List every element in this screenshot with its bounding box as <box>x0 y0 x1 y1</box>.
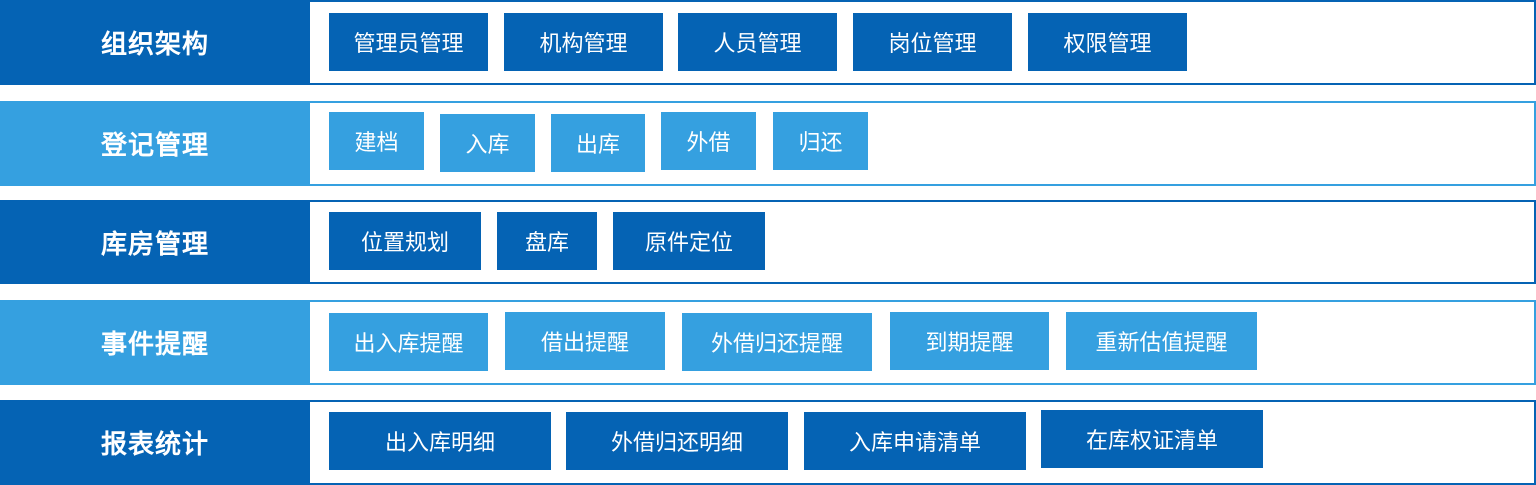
function-button-location-planning[interactable]: 位置规划 <box>329 212 481 270</box>
function-button-admin-management[interactable]: 管理员管理 <box>329 13 488 71</box>
function-button-stock-io-reminder[interactable]: 出入库提醒 <box>329 313 488 371</box>
module-label-warehouse: 库房管理 <box>0 200 310 284</box>
function-button-stock-in[interactable]: 入库 <box>440 114 535 172</box>
function-button-create-file[interactable]: 建档 <box>329 112 424 170</box>
function-button-institution-management[interactable]: 机构管理 <box>504 13 663 71</box>
module-row-organization: 组织架构 管理员管理 机构管理 人员管理 岗位管理 权限管理 <box>0 0 1536 85</box>
module-row-reports: 报表统计 出入库明细 外借归还明细 入库申请清单 在库权证清单 <box>0 400 1536 485</box>
function-button-original-locate[interactable]: 原件定位 <box>613 212 765 270</box>
function-button-lend-return-detail[interactable]: 外借归还明细 <box>566 412 788 470</box>
module-row-warehouse: 库房管理 位置规划 盘库 原件定位 <box>0 200 1536 284</box>
function-button-expiry-reminder[interactable]: 到期提醒 <box>890 312 1049 370</box>
module-label-organization: 组织架构 <box>0 0 310 85</box>
function-button-stock-in-request-list[interactable]: 入库申请清单 <box>804 412 1026 470</box>
function-button-lend-out[interactable]: 外借 <box>661 112 756 170</box>
module-panel-warehouse <box>310 200 1536 284</box>
module-row-registration: 登记管理 建档 入库 出库 外借 归还 <box>0 101 1536 186</box>
function-button-position-management[interactable]: 岗位管理 <box>853 13 1012 71</box>
function-button-personnel-management[interactable]: 人员管理 <box>678 13 837 71</box>
function-button-stock-io-detail[interactable]: 出入库明细 <box>329 412 551 470</box>
function-button-stock-out[interactable]: 出库 <box>551 114 645 172</box>
function-button-permission-management[interactable]: 权限管理 <box>1028 13 1187 71</box>
function-button-in-stock-certificate-list[interactable]: 在库权证清单 <box>1041 410 1263 468</box>
module-label-event-reminder: 事件提醒 <box>0 300 310 385</box>
module-label-registration: 登记管理 <box>0 101 310 186</box>
function-button-lend-return-reminder[interactable]: 外借归还提醒 <box>682 313 872 371</box>
function-button-revaluation-reminder[interactable]: 重新估值提醒 <box>1066 312 1257 370</box>
function-button-lend-reminder[interactable]: 借出提醒 <box>505 312 665 370</box>
function-button-inventory-check[interactable]: 盘库 <box>497 212 597 270</box>
module-label-reports: 报表统计 <box>0 400 310 485</box>
function-button-return[interactable]: 归还 <box>773 112 868 170</box>
module-row-event-reminder: 事件提醒 出入库提醒 借出提醒 外借归还提醒 到期提醒 重新估值提醒 <box>0 300 1536 385</box>
